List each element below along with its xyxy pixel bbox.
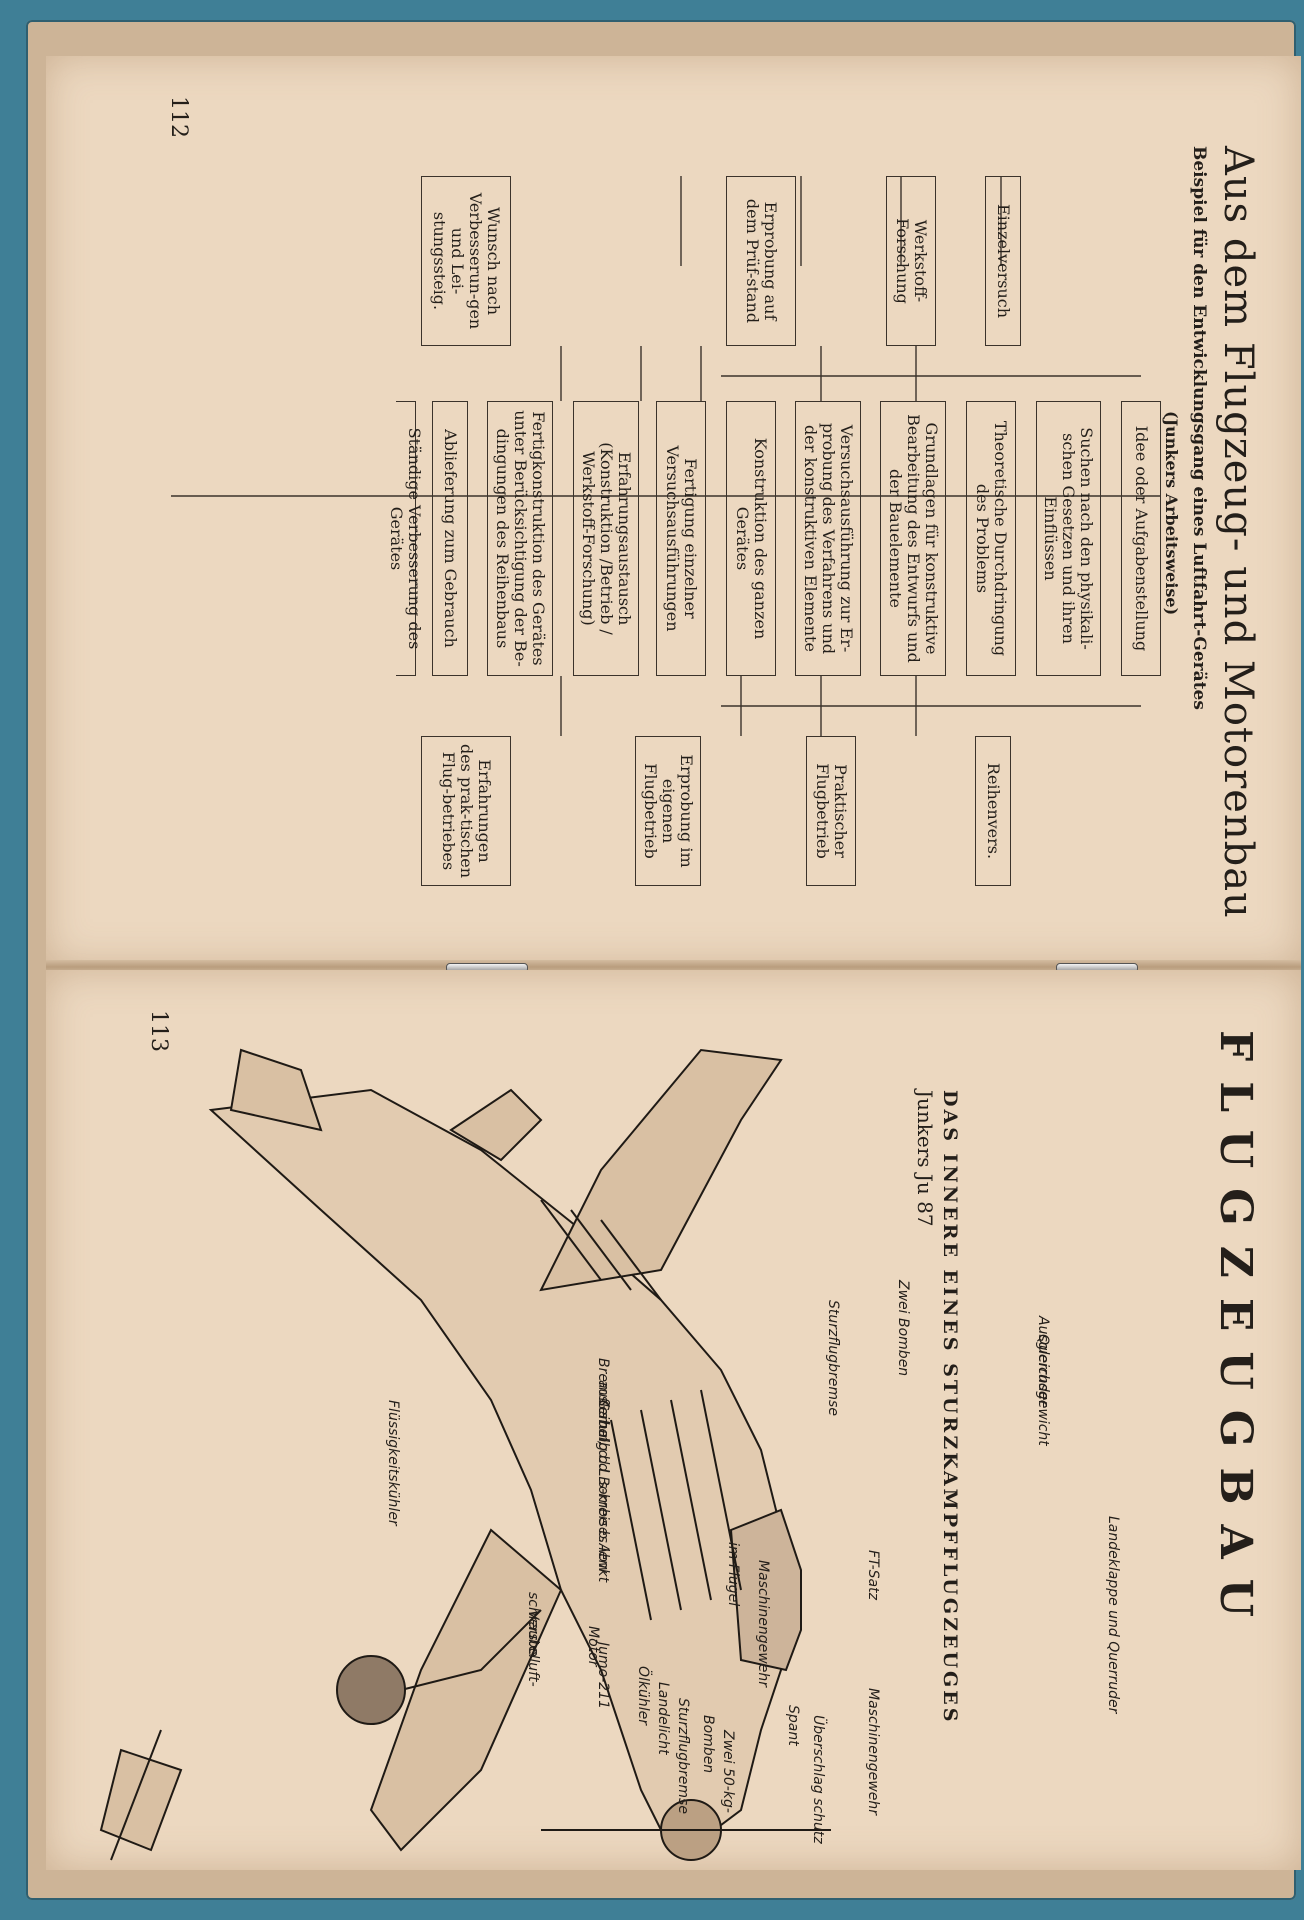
label-landelicht: Landelicht <box>655 1682 671 1755</box>
right-page: FLUGZEUGBAU DAS INNERE EINES STURZKAMPFF… <box>46 970 1301 1870</box>
flow-box-verbesserung: Ständige Verbesserung des Gerätes <box>388 401 425 676</box>
flow-box-fertigung: Fertigung einzelner Versuchsausführungen <box>656 401 706 676</box>
flow-box-fertigkonstruktion: Fertigkonstruktion des Gerätes unter Ber… <box>487 401 553 676</box>
label-im-fluegel: im Flügel <box>725 1542 741 1607</box>
label-ft-satz: FT-Satz <box>865 1550 881 1600</box>
label-bomben: Bomben <box>700 1715 716 1774</box>
flow-box-pruefstand: Erprobung auf dem Prüf-stand <box>726 176 796 346</box>
label-spant: Spant <box>785 1705 801 1746</box>
flow-box-ablieferung: Ablieferung zum Gebrauch <box>432 401 468 676</box>
flow-box-praktische-erfahrungen: Erfahrungen des prak-tischen Flug-betrie… <box>421 736 511 886</box>
label-motor: Motor <box>585 1626 601 1667</box>
flow-box-konstruktion: Konstruktion des ganzen Gerätes <box>726 401 776 676</box>
label-ausgleichsgewicht: Ausgleichsgewicht <box>1035 1316 1051 1446</box>
flow-box-wunsch: Wunsch nach Verbesserun-gen und Lei-stun… <box>421 176 511 346</box>
label-sturzflugbremse-top: Sturzflugbremse <box>675 1698 691 1814</box>
rotated-text-layer: Aus dem Flugzeug- und Motorenbau Beispie… <box>46 56 1301 966</box>
aircraft-cutaway-illustration <box>99 1048 831 1861</box>
label-landeklappe: Landeklappe und Querruder <box>1105 1516 1121 1714</box>
left-page: Aus dem Flugzeug- und Motorenbau Beispie… <box>46 56 1301 966</box>
label-maschinengewehr: Maschinengewehr <box>865 1688 881 1815</box>
flow-box-werkstoff: Werkstoff-Forschung <box>886 176 936 346</box>
flow-box-eigener-flugbetrieb: Erprobung im eigenen Flugbetrieb <box>635 736 701 886</box>
rotated-illustration-layer: FLUGZEUGBAU DAS INNERE EINES STURZKAMPFF… <box>46 970 1301 1870</box>
label-bremsleitung: Bremsleitung <box>595 1358 611 1452</box>
page-number: 112 <box>166 96 191 138</box>
label-oelkuehler: Ölkühler <box>635 1666 651 1726</box>
flowchart-connectors <box>171 176 1161 736</box>
flow-box-reihenvers: Reihenvers. <box>975 736 1011 886</box>
flow-box-flugbetrieb: Praktischer Flugbetrieb <box>806 736 856 886</box>
label-mg-fluegel: Maschinengewehr <box>755 1560 771 1687</box>
flow-box-einzelversuch: Einzelversuch <box>985 176 1021 346</box>
flow-box-grundlagen: Grundlagen für konstruktive Bearbeitung … <box>880 401 946 676</box>
label-schraube: schraube <box>525 1592 541 1657</box>
flow-box-gesetze: Suchen nach den physikali-schen Gesetzen… <box>1036 401 1101 676</box>
label-fluessigkeitskuehler: Flüssigkeitskühler <box>385 1400 401 1526</box>
label-zwei-bomben: Zwei Bomben <box>895 1280 911 1377</box>
flow-box-idee: Idee oder Aufgabenstellung <box>1121 401 1161 676</box>
label-bomben-50kg: Zwei 50-kg- <box>720 1730 736 1813</box>
flow-box-versuchsausfuehrung: Versuchsausführung zur Er-probung des Ve… <box>795 401 861 676</box>
label-ueberschlag: Überschlag schutz <box>810 1715 826 1844</box>
page-number: 113 <box>146 1010 171 1052</box>
book: Aus dem Flugzeug- und Motorenbau Beispie… <box>26 20 1301 1900</box>
label-sturzflugbremse: Sturzflugbremse <box>825 1300 841 1416</box>
flow-box-durchdringung: Theoretische Durchdringung des Problems <box>966 401 1016 676</box>
flow-box-erfahrungsaustausch: Erfahrungsaustausch (Konstruktion /Betri… <box>573 401 639 676</box>
